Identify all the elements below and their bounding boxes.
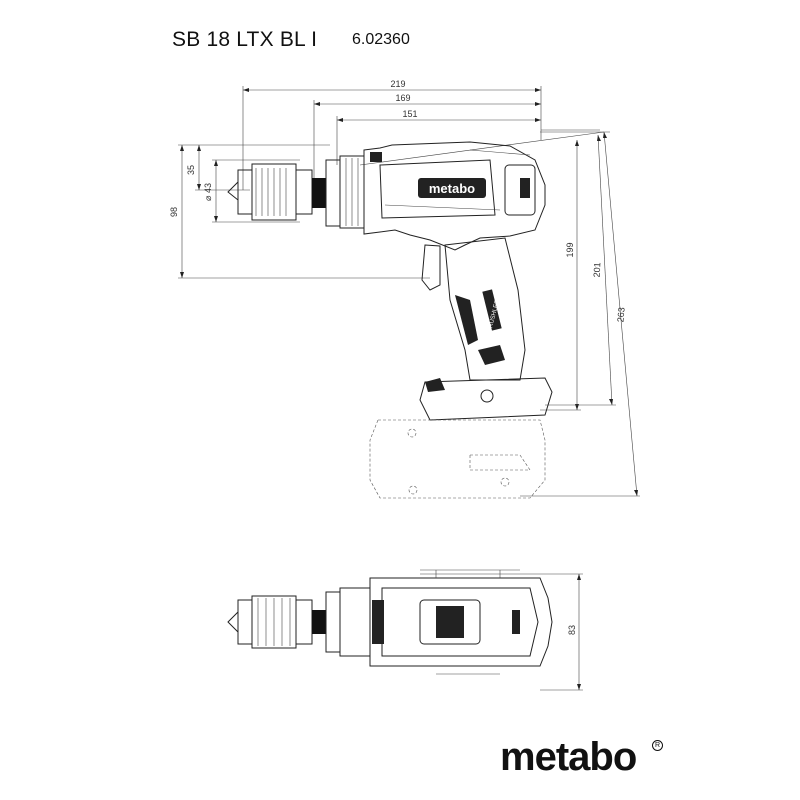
battery-outline [369,419,546,499]
drill-top-view [227,569,553,675]
dim-263-label: 263 [615,307,626,323]
article-number: 6.02360 [352,31,410,48]
trigger [421,244,441,291]
dim-169: 169 [313,93,541,190]
dim-83: 83 [420,573,583,691]
model-title: SB 18 LTX BL I [172,28,318,51]
dim-43-label: ⌀ 43 [203,183,213,201]
dim-201: 201 [541,129,616,406]
metabo-logo: metabo [500,735,637,779]
dim-43: ⌀ 43 [203,159,300,223]
dim-201-label: 201 [592,262,603,278]
dim-35-label: 35 [186,165,196,175]
dim-83-label: 83 [567,625,577,635]
registered-mark: R [652,740,663,751]
dim-199: 199 [540,140,581,411]
dim-35: 35 [186,145,250,191]
dim-219-label: 219 [390,79,405,89]
dim-199-label: 199 [565,242,575,257]
dim-151-label: 151 [402,109,417,119]
dim-151: 151 [336,109,541,165]
dim-98-label: 98 [169,207,179,217]
dim-98: 98 [169,144,430,279]
dim-263: 263 [520,131,640,497]
drill-body-side: metabo BRUSHLESS [363,141,553,421]
chuck-side [227,155,365,229]
housing-logo: metabo [429,181,475,196]
reference-line [359,131,605,166]
dim-169-label: 169 [395,93,410,103]
dim-219: 219 [242,79,542,190]
